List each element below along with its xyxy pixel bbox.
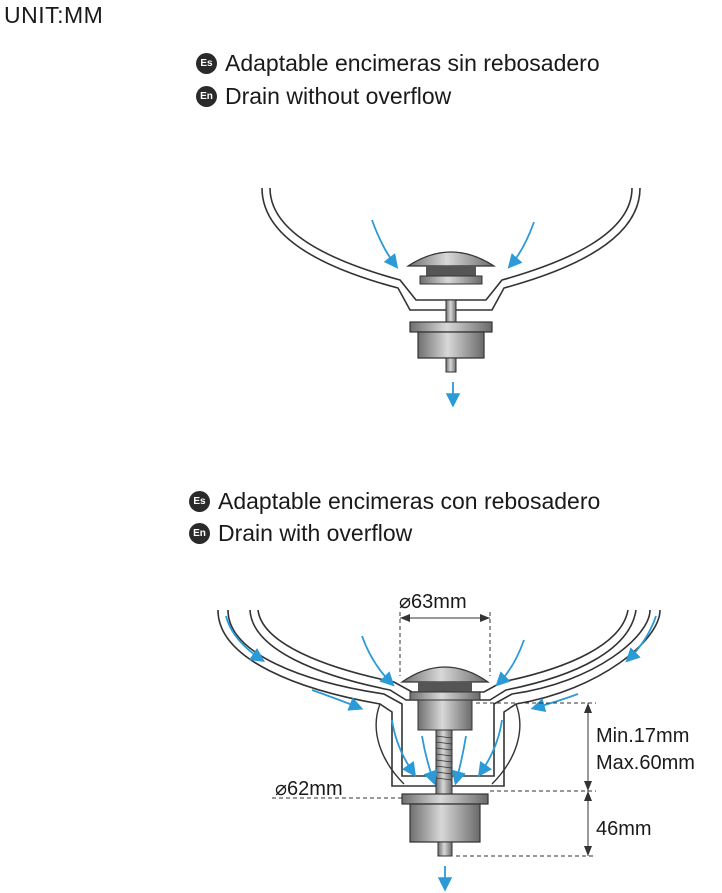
body-height-label: 46mm bbox=[596, 818, 652, 840]
drain-with-overflow-diagram bbox=[217, 609, 661, 892]
cap-diameter-label: ⌀63mm bbox=[399, 591, 467, 613]
caption-en-1: En Drain without overflow bbox=[196, 83, 451, 110]
diameter-symbol-icon: ⌀ bbox=[399, 591, 412, 613]
unit-label: UNIT:MM bbox=[4, 2, 104, 28]
diameter-symbol-icon: ⌀ bbox=[275, 778, 288, 800]
body-diameter-label: ⌀62mm bbox=[275, 778, 343, 800]
min-thickness-label: Min.17mm bbox=[596, 725, 690, 747]
caption-en-text: Drain without overflow bbox=[225, 83, 452, 109]
caption-es-2: Es Adaptable encimeras con rebosadero bbox=[189, 488, 600, 515]
english-badge-icon: En bbox=[196, 86, 217, 107]
spanish-badge-icon: Es bbox=[196, 53, 217, 74]
drain-without-overflow-diagram bbox=[261, 187, 641, 408]
english-badge-icon: En bbox=[189, 523, 210, 544]
spanish-badge-icon: Es bbox=[189, 491, 210, 512]
caption-es-text: Adaptable encimeras sin rebosadero bbox=[225, 50, 600, 76]
caption-en-text: Drain with overflow bbox=[218, 520, 413, 546]
max-thickness-label: Max.60mm bbox=[596, 752, 695, 774]
caption-en-2: En Drain with overflow bbox=[189, 520, 412, 547]
caption-es-1: Es Adaptable encimeras sin rebosadero bbox=[196, 50, 600, 77]
caption-es-text: Adaptable encimeras con rebosadero bbox=[218, 488, 601, 514]
